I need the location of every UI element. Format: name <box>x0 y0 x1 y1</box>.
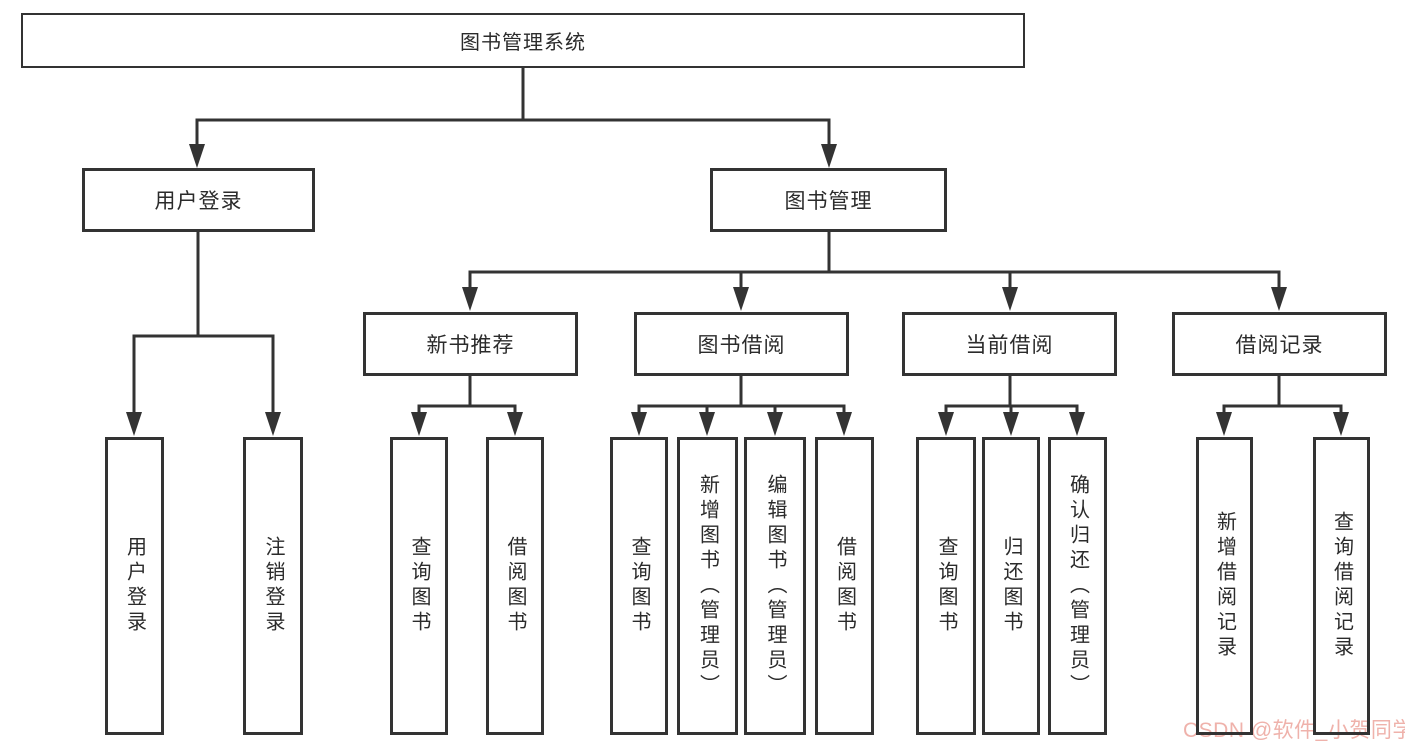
node-label: 用户登录 <box>123 536 146 636</box>
node-label: 新书推荐 <box>426 334 515 357</box>
leaf-query-books-borrow: 查询图书 <box>610 437 668 735</box>
node-label: 编辑图书（管理员） <box>764 473 786 699</box>
node-label: 借阅图书 <box>504 536 526 636</box>
node-user-login: 用户登录 <box>82 168 315 232</box>
leaf-query-books-recommend: 查询图书 <box>390 437 448 735</box>
node-label: 用户登录 <box>154 190 243 213</box>
node-label: 图书管理 <box>784 190 873 213</box>
leaf-query-borrow-record: 查询借阅记录 <box>1313 437 1370 735</box>
node-book-borrow: 图书借阅 <box>634 312 849 376</box>
node-label: 查询借阅记录 <box>1330 511 1353 661</box>
leaf-borrow-books-recommend: 借阅图书 <box>486 437 544 735</box>
leaf-query-books-current: 查询图书 <box>916 437 976 735</box>
node-label: 查询图书 <box>935 536 957 636</box>
node-new-book-recommend: 新书推荐 <box>363 312 578 376</box>
node-label: 查询图书 <box>628 536 650 636</box>
leaf-edit-books-admin: 编辑图书（管理员） <box>744 437 806 735</box>
node-label: 当前借阅 <box>965 334 1054 357</box>
leaf-confirm-return-admin: 确认归还（管理员） <box>1048 437 1107 735</box>
node-label: 查询图书 <box>408 536 430 636</box>
leaf-logout: 注销登录 <box>243 437 303 735</box>
leaf-add-books-admin: 新增图书（管理员） <box>677 437 738 735</box>
node-label: 图书管理系统 <box>460 32 586 54</box>
node-label: 图书借阅 <box>697 334 786 357</box>
node-book-management: 图书管理 <box>710 168 947 232</box>
node-label: 新增图书（管理员） <box>696 473 719 699</box>
csdn-watermark: CSDN @软件_小贺同学 <box>1183 719 1405 742</box>
node-label: 确认归还（管理员） <box>1066 473 1089 699</box>
leaf-return-books: 归还图书 <box>982 437 1040 735</box>
node-library-system: 图书管理系统 <box>21 13 1025 68</box>
leaf-borrow-books: 借阅图书 <box>815 437 874 735</box>
leaf-add-borrow-record: 新增借阅记录 <box>1196 437 1253 735</box>
node-current-borrow: 当前借阅 <box>902 312 1117 376</box>
node-label: 借阅记录 <box>1235 334 1324 357</box>
node-label: 借阅图书 <box>833 536 856 636</box>
leaf-user-login: 用户登录 <box>105 437 164 735</box>
node-label: 归还图书 <box>1000 536 1022 636</box>
node-label: 新增借阅记录 <box>1213 511 1236 661</box>
node-borrow-record: 借阅记录 <box>1172 312 1387 376</box>
node-label: 注销登录 <box>262 536 284 636</box>
